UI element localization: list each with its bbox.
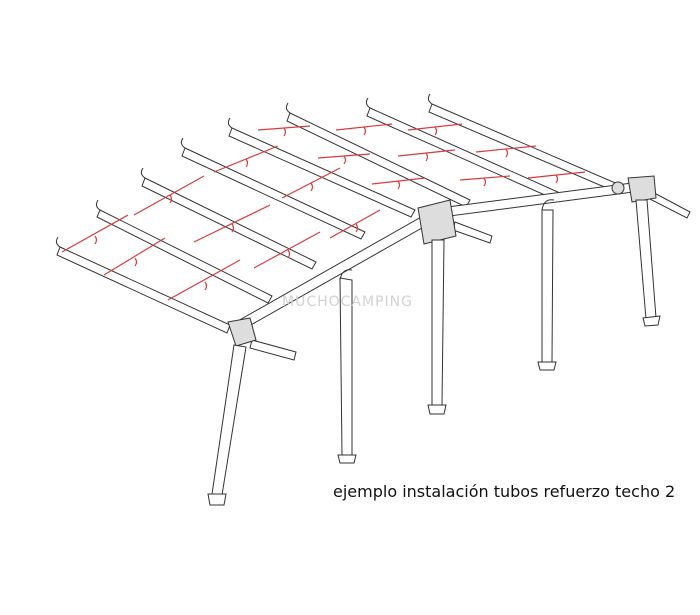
rafter-2: [96, 209, 273, 304]
frame-beams: [235, 181, 691, 361]
leg-front-left: [211, 344, 247, 496]
tube-r1-b: [103, 237, 166, 276]
upright-legs: [211, 199, 657, 496]
corner-connectors: [227, 175, 657, 347]
roof-rafters: [55, 93, 621, 334]
tube-r2-c: [253, 231, 321, 269]
foot-center: [427, 404, 447, 415]
foot-front-inner: [337, 454, 357, 464]
tube-r2-a: [133, 175, 205, 216]
tube-r3-c: [329, 209, 381, 239]
watermark-text: MUCHOCAMPING: [282, 294, 413, 310]
tube-clips: [94, 126, 559, 291]
foot-back-inner: [537, 361, 557, 371]
rafter-6: [286, 112, 471, 208]
mid-connector: [417, 199, 457, 245]
front-connector: [227, 317, 257, 347]
tube-r5-c: [459, 175, 511, 181]
back-connector-cap: [611, 181, 625, 195]
rafter-1: [56, 246, 231, 334]
tube-r2-b: [193, 204, 271, 243]
tube-r1-a: [61, 214, 129, 253]
support-arm-2: [541, 199, 555, 211]
foot-front-left: [207, 493, 227, 506]
roof-reinforcement-tubes: [61, 123, 586, 301]
support-arm-1: [339, 269, 353, 281]
back-connector: [627, 175, 657, 203]
rafter-hooks: [55, 93, 433, 248]
front-extension: [249, 339, 297, 361]
diagram-caption: ejemplo instalación tubos refuerzo techo…: [333, 482, 676, 501]
tube-r1-c: [167, 259, 241, 301]
leg-back-right: [635, 199, 657, 320]
mid-extension: [452, 221, 493, 244]
rafter-4: [181, 147, 366, 240]
rafter-5: [228, 127, 416, 218]
front-ridge-beam: [235, 211, 437, 331]
leg-center: [431, 239, 445, 406]
rafter-3: [141, 177, 317, 270]
leg-feet: [207, 315, 661, 506]
foot-back-right: [642, 315, 661, 327]
leg-back-inner: [541, 209, 554, 363]
